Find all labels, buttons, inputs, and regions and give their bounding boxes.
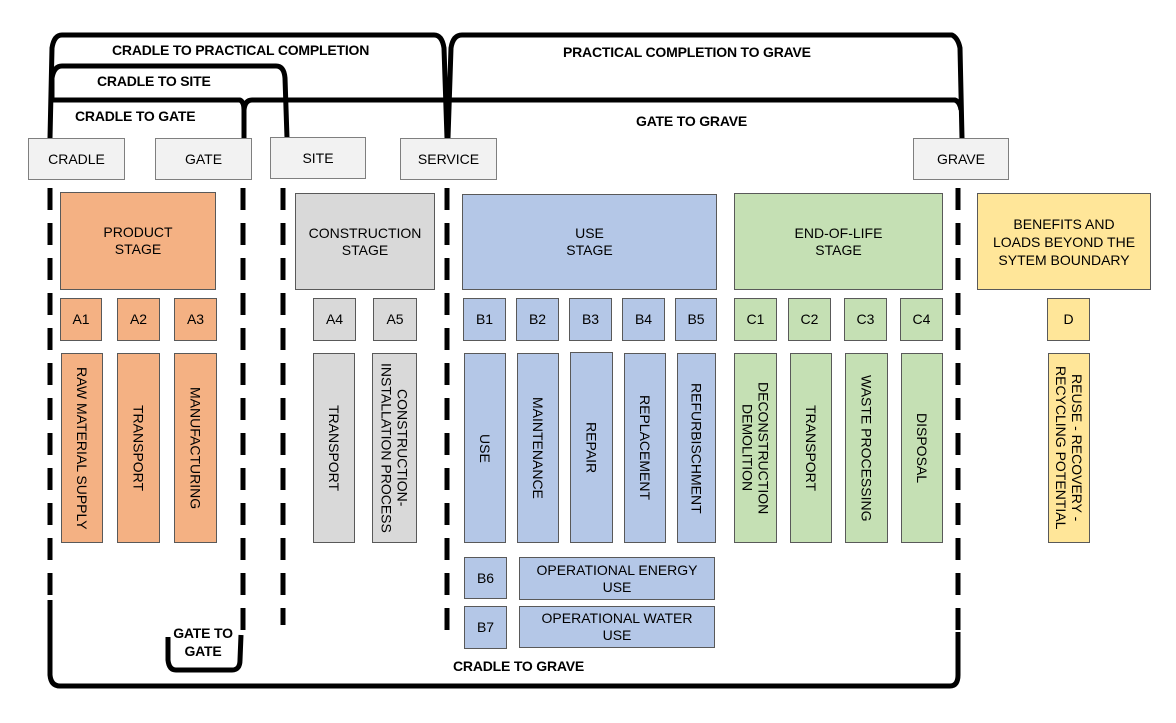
label-gate-to-grave: GATE TO GRAVE <box>636 113 747 129</box>
module-b3: B3 <box>569 298 612 341</box>
module-c3-name: WASTE PROCESSING <box>858 374 875 522</box>
end-of-life-stage-header: END-OF-LIFE STAGE <box>734 193 943 290</box>
module-c2-name: TRANSPORT <box>803 404 819 492</box>
use-stage-header: USE STAGE <box>462 194 717 290</box>
module-c4-description: DISPOSAL <box>901 353 943 543</box>
module-a4-description: TRANSPORT <box>313 353 355 543</box>
module-a5: A5 <box>373 298 417 341</box>
module-a1-description: RAW MATERIAL SUPPLY <box>61 353 103 543</box>
module-b1: B1 <box>463 298 506 341</box>
module-b7-description: OPERATIONAL WATER USE <box>519 606 715 648</box>
milestone-site: SITE <box>270 137 366 179</box>
module-c3: C3 <box>844 298 887 341</box>
module-c2: C2 <box>788 298 831 341</box>
module-a2: A2 <box>117 298 160 341</box>
module-b2-description: MAINTENANCE <box>517 353 559 543</box>
module-a4: A4 <box>313 298 356 341</box>
module-b6: B6 <box>464 557 507 599</box>
module-d: D <box>1047 298 1090 341</box>
module-c1: C1 <box>734 298 777 341</box>
module-a1: A1 <box>60 298 102 341</box>
module-d-description: REUSE - RECOVERY - RECYCLING POTENTIAL <box>1048 353 1090 543</box>
module-c1-description: DECONSTRUCTION DEMOLITION <box>734 353 777 543</box>
module-b5-description: REFURBISCHMENT <box>677 353 716 543</box>
label-practical-completion-to-grave: PRACTICAL COMPLETION TO GRAVE <box>563 44 811 60</box>
label-cradle-to-grave: CRADLE TO GRAVE <box>453 658 585 674</box>
module-b5-name: REFURBISCHMENT <box>688 382 705 514</box>
module-c4: C4 <box>900 298 943 341</box>
beyond-boundary-header: BENEFITS AND LOADS BEYOND THE SYTEM BOUN… <box>977 193 1151 290</box>
label-cradle-to-gate: CRADLE TO GATE <box>75 108 196 124</box>
label-cradle-to-practical-completion: CRADLE TO PRACTICAL COMPLETION <box>112 42 370 58</box>
product-stage-header: PRODUCT STAGE <box>60 192 216 290</box>
module-b4-description: REPLACEMENT <box>624 353 666 543</box>
module-b6-description: OPERATIONAL ENERGY USE <box>519 557 715 600</box>
module-c2-description: TRANSPORT <box>790 353 832 543</box>
construction-stage-header: CONSTRUCTION STAGE <box>295 193 435 290</box>
label-gate-to-gate: GATE TO GATE <box>173 625 233 659</box>
module-b3-name: REPAIR <box>583 421 600 474</box>
module-b1-name: USE <box>477 433 493 463</box>
module-b2: B2 <box>516 298 559 341</box>
module-b2-name: MAINTENANCE <box>530 397 546 499</box>
module-a3-description: MANUFACTURING <box>174 353 217 543</box>
module-a1-name: RAW MATERIAL SUPPLY <box>74 366 90 530</box>
module-b7: B7 <box>464 606 507 649</box>
bracket-gate-to-grave <box>241 97 964 111</box>
module-b1-description: USE <box>464 353 506 543</box>
module-c4-name: DISPOSAL <box>914 412 930 484</box>
module-b3-description: REPAIR <box>570 352 613 543</box>
module-c3-description: WASTE PROCESSING <box>845 353 888 543</box>
module-a3-name: MANUFACTURING <box>187 386 204 510</box>
module-a2-name: TRANSPORT <box>130 404 147 492</box>
module-a3: A3 <box>174 298 217 341</box>
milestone-cradle: CRADLE <box>28 138 125 180</box>
module-b5: B5 <box>675 298 717 341</box>
label-cradle-to-site: CRADLE TO SITE <box>97 73 211 89</box>
module-b4-name: REPLACEMENT <box>637 395 653 501</box>
milestone-service: SERVICE <box>400 138 497 180</box>
module-a4-name: TRANSPORT <box>326 404 342 492</box>
module-c1-name: DECONSTRUCTION DEMOLITION <box>739 381 772 515</box>
module-a5-name: CONSTRUCTION- INSTALLATION PROCESS <box>378 363 411 533</box>
module-b4: B4 <box>622 298 665 341</box>
module-a5-description: CONSTRUCTION- INSTALLATION PROCESS <box>372 353 417 543</box>
module-a2-description: TRANSPORT <box>117 353 160 543</box>
module-d-name: REUSE - RECOVERY - RECYCLING POTENTIAL <box>1053 366 1085 530</box>
milestone-grave: GRAVE <box>913 138 1009 180</box>
milestone-gate: GATE <box>155 138 252 180</box>
